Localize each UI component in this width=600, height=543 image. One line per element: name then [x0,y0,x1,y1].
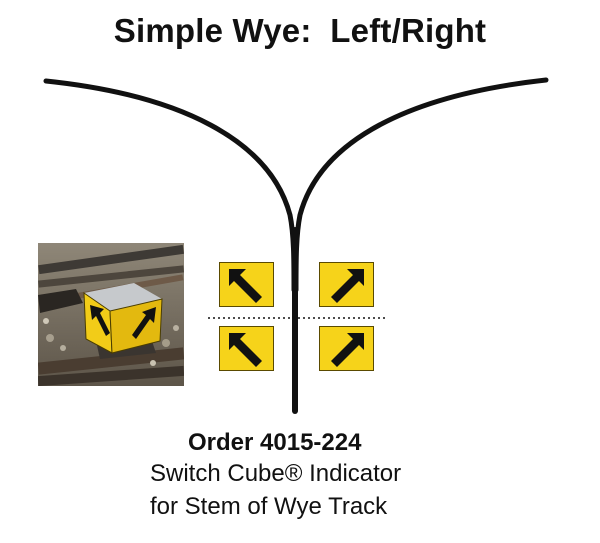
switch-cube-photo-image [38,243,184,386]
right-branch-track [296,80,546,290]
up-left-arrow-icon [220,327,273,370]
up-right-arrow-icon [320,327,373,370]
sign-lower-right [319,326,374,371]
sign-lower-left [219,326,274,371]
up-right-arrow-icon [320,263,373,306]
caption-description: for Stem of Wye Track [150,493,387,521]
switch-cube-photo [38,243,184,386]
up-left-arrow-icon [220,263,273,306]
caption-product-name: Switch Cube® Indicator [150,460,401,488]
sign-upper-right [319,262,374,307]
order-number: Order 4015-224 [188,429,361,457]
sign-upper-left [219,262,274,307]
